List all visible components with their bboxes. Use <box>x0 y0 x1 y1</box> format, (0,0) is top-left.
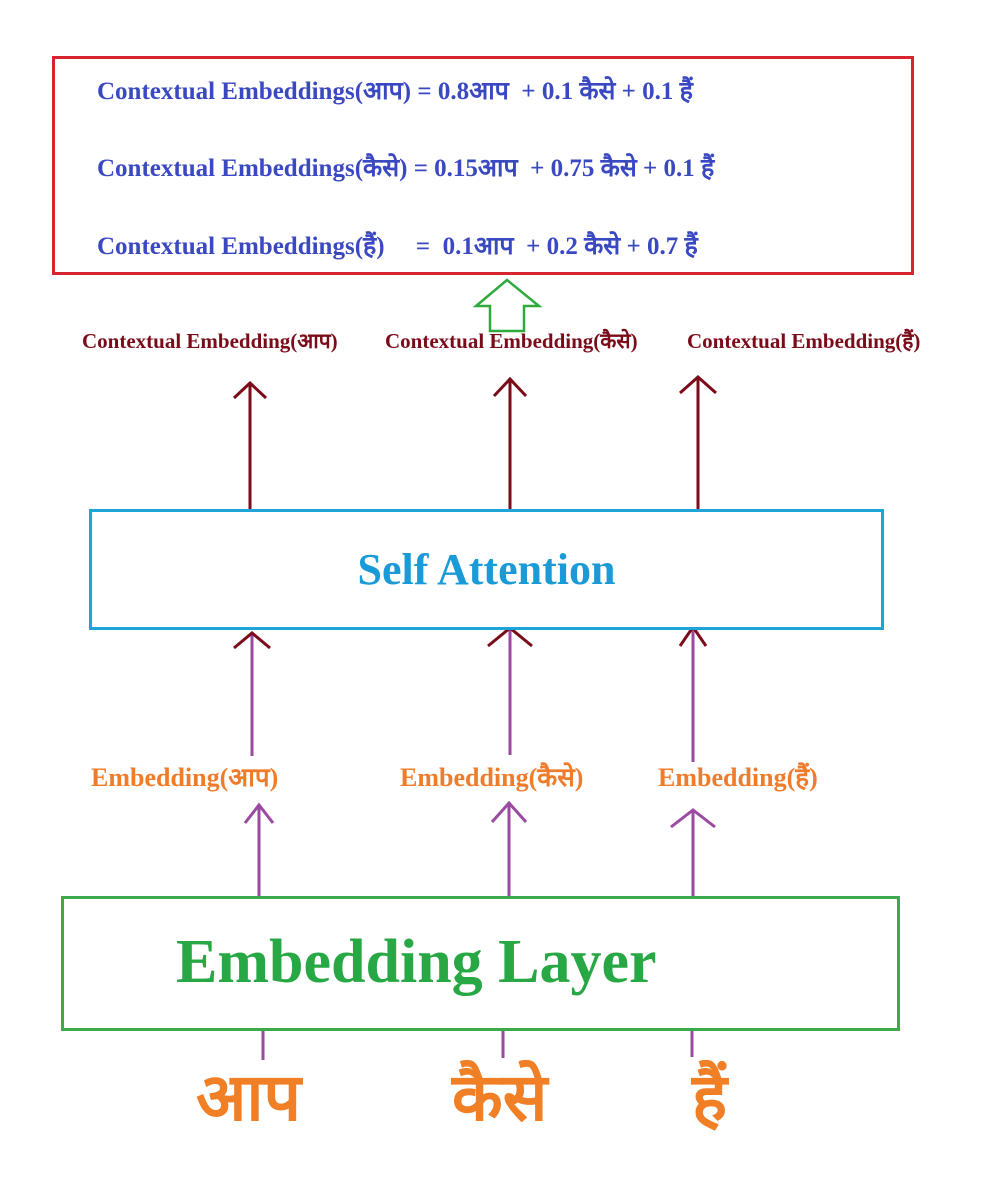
arrow-up <box>490 800 528 896</box>
arrow-up <box>232 380 268 509</box>
equation-aap: Contextual Embeddings(आप) = 0.8आप + 0.1 … <box>97 78 693 105</box>
contextual-label: Contextual Embedding(हैं) <box>687 329 921 353</box>
equation-kaise: Contextual Embeddings(कैसे) = 0.15आप + 0… <box>97 155 715 182</box>
equation-hain: Contextual Embeddings(हैं) = 0.1आप + 0.2… <box>97 233 698 260</box>
arrow-up <box>243 802 275 896</box>
output-arrow-icon <box>472 278 543 333</box>
contextual-label: Contextual Embedding(आप) <box>82 329 338 353</box>
self-attention-title: Self Attention <box>357 545 616 594</box>
self-attention-block: Self Attention <box>89 509 884 630</box>
input-token: हैं <box>692 1059 728 1136</box>
contextual-labels-row: Contextual Embedding(आप) Contextual Embe… <box>82 327 920 427</box>
embedding-label: Embedding(आप) <box>91 763 279 792</box>
arrow-up <box>670 808 716 896</box>
arrow-head <box>233 631 271 650</box>
contextual-embeddings-box: Contextual Embeddings(आप) = 0.8आप + 0.1 … <box>52 56 914 275</box>
embedding-layer-block: Embedding Layer <box>61 896 900 1031</box>
contextual-label: Contextual Embedding(कैसे) <box>385 329 638 353</box>
embedding-layer-title: Embedding Layer <box>176 928 657 996</box>
embedding-label: Embedding(कैसे) <box>400 763 584 792</box>
arrow-up <box>492 376 528 509</box>
embedding-label: Embedding(हैं) <box>658 763 818 792</box>
input-token: कैसे <box>452 1059 548 1136</box>
input-token: आप <box>196 1059 301 1136</box>
arrow-up <box>679 374 717 509</box>
